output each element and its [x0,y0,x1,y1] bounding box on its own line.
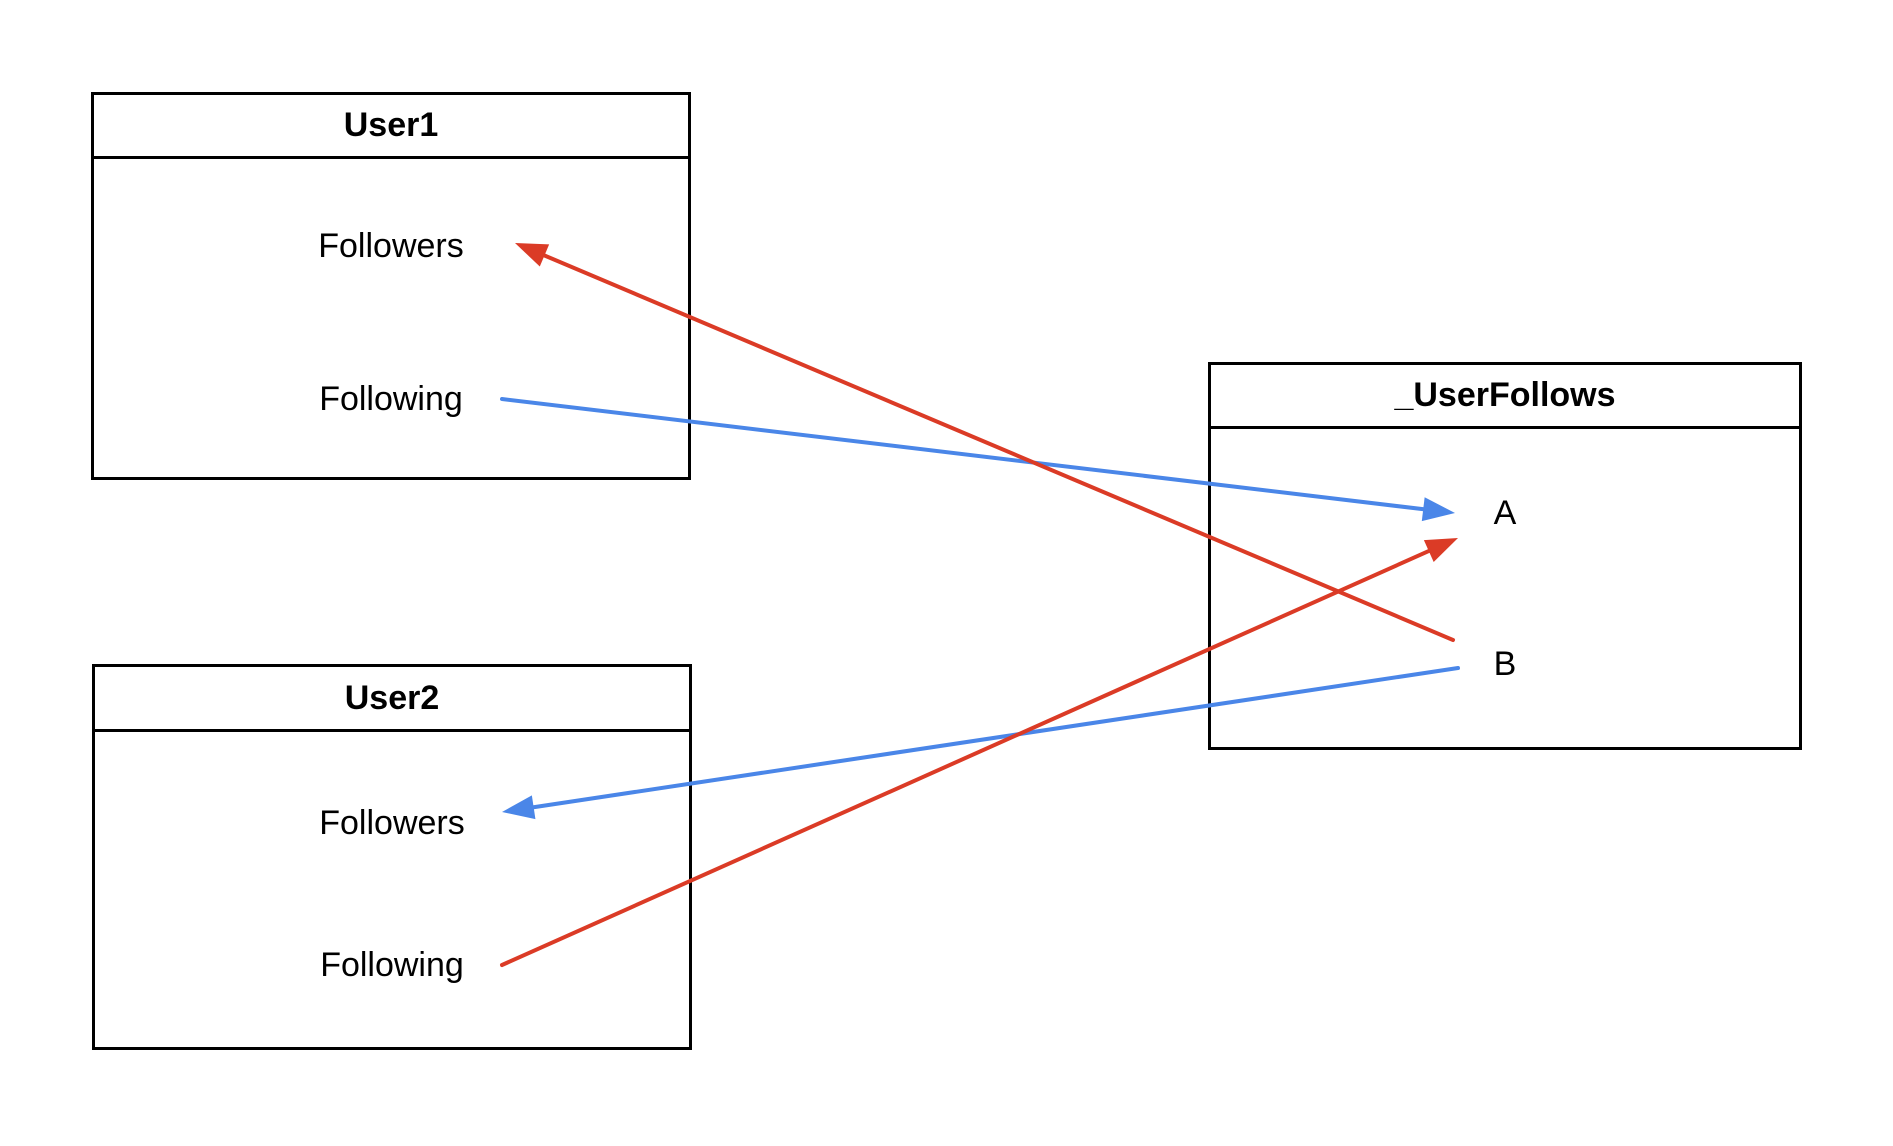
field-user1-following: Following [319,380,463,418]
field-userfollows-a: A [1493,494,1517,532]
entity-title-userfollows: _UserFollows [1211,365,1799,429]
entity-box-user1: User1 [91,92,691,480]
entity-title-user1: User1 [94,95,688,159]
entity-box-userfollows: _UserFollows [1208,362,1802,750]
field-user2-followers: Followers [319,804,465,842]
field-userfollows-b: B [1493,645,1517,683]
field-user2-following: Following [320,946,464,984]
entity-title-user2: User2 [95,667,689,732]
entity-box-user2: User2 [92,664,692,1050]
field-user1-followers: Followers [318,227,464,265]
